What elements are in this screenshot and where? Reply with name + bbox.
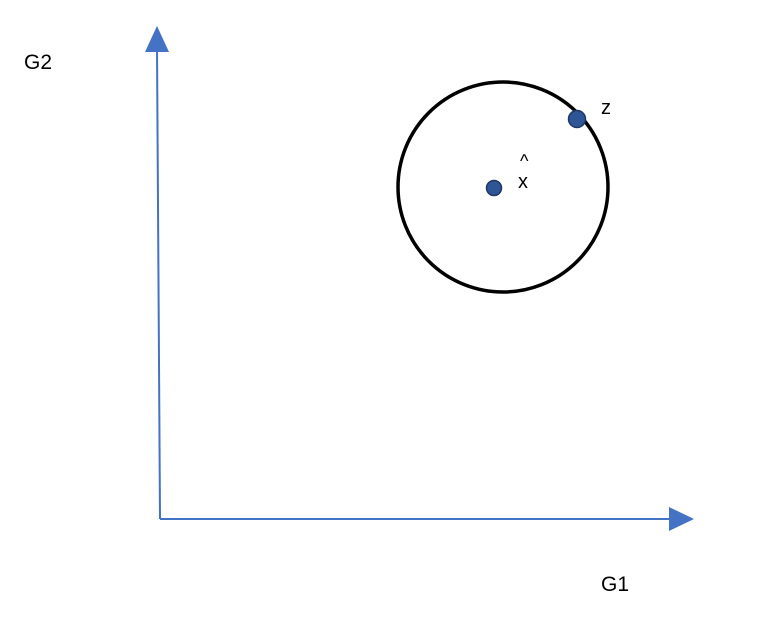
center-point bbox=[485, 179, 503, 197]
y-axis-arrowhead bbox=[145, 26, 169, 52]
neighborhood-circle bbox=[396, 80, 610, 294]
y-axis-label: G2 bbox=[24, 51, 53, 74]
x-axis-label: G1 bbox=[601, 573, 630, 596]
boundary-point-label: z bbox=[601, 97, 611, 119]
x-axis-arrowhead bbox=[669, 507, 694, 531]
y-axis-line bbox=[156, 47, 161, 520]
center-point-label: x bbox=[518, 171, 528, 193]
center-point-hat: ^ bbox=[520, 151, 529, 171]
boundary-point bbox=[567, 109, 587, 129]
